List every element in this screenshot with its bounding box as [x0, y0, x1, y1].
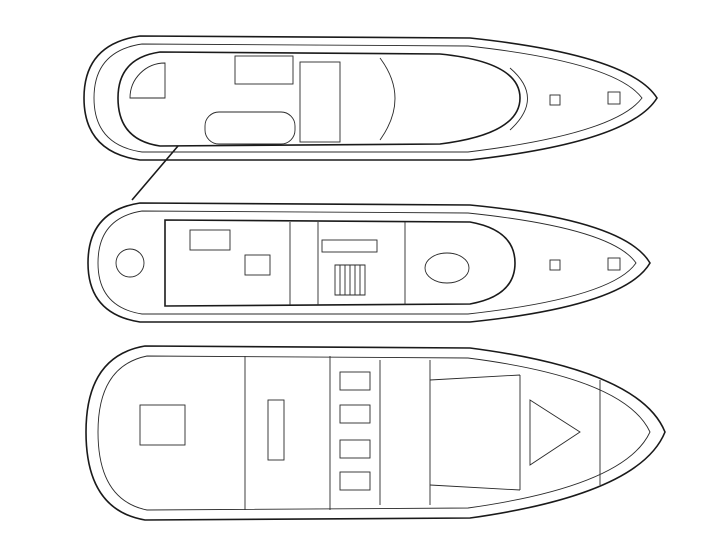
spiral-stair: [129, 62, 166, 99]
salon-table: [244, 254, 271, 276]
stairs: [334, 264, 366, 296]
windscreen: [379, 57, 396, 141]
forepeak-berth: [529, 399, 581, 466]
helm-console: [299, 61, 341, 143]
anchor-winch: [607, 257, 621, 271]
sun-deck-plan: [83, 35, 658, 201]
crew-cabin-partitions: [429, 374, 521, 491]
lower-deck-inner-hull: [97, 355, 651, 511]
sun-deck-superstructure: [117, 51, 521, 147]
engine: [267, 399, 285, 461]
aft-deck-round-table: [115, 248, 145, 278]
leader-line: [131, 145, 179, 201]
master-cabin-bed: [139, 404, 186, 446]
lower-deck-hull-outline: [85, 345, 666, 521]
cabin-bed: [339, 404, 371, 424]
lower-deck-plan: [85, 345, 666, 521]
main-deck-hull-outline: [87, 202, 651, 323]
main-deck-plan: [87, 202, 651, 323]
cabin-bed: [339, 371, 371, 391]
cabin-bed: [339, 439, 371, 459]
sun-deck-bulwark: [93, 43, 643, 153]
main-deck-bulwark: [97, 210, 637, 315]
hatch: [509, 67, 528, 131]
foredeck-hatch: [549, 259, 561, 271]
sofa: [234, 55, 294, 85]
dining-table: [424, 252, 470, 284]
salon-sofa: [189, 229, 231, 251]
sun-deck-hull-outline: [83, 35, 658, 161]
tender-boat: [204, 111, 296, 145]
foredeck-hatch: [549, 94, 561, 106]
main-deck-superstructure: [164, 219, 516, 307]
anchor-winch: [607, 91, 621, 105]
galley-counter: [321, 239, 378, 253]
cabin-bed: [339, 471, 371, 491]
